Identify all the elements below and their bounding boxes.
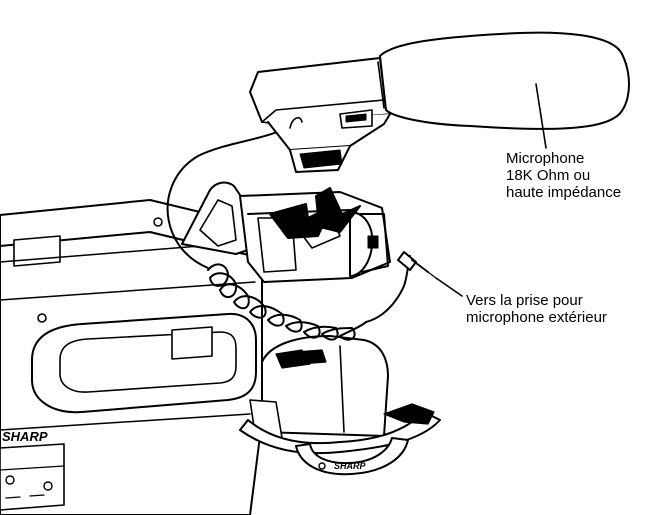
jack-label-line-2: microphone extérieur bbox=[466, 309, 607, 326]
microphone-label-line-2: 18K Ohm ou bbox=[506, 167, 591, 184]
microphone-label-line-1: Microphone bbox=[506, 150, 585, 167]
shotgun-microphone bbox=[249, 31, 630, 173]
microphone-label-line-3: haute impédance bbox=[506, 184, 622, 201]
jack-label-line-1: Vers la prise pour bbox=[466, 292, 583, 309]
jack-label: Vers la prise pour microphone extérieur bbox=[466, 292, 607, 326]
strap-brand-logo: SHARP bbox=[334, 461, 367, 471]
jack-leader-line bbox=[435, 277, 463, 297]
insertion-arrow bbox=[269, 187, 361, 239]
microphone-leader-line bbox=[535, 83, 547, 149]
leader-lines bbox=[435, 83, 547, 297]
mic-plug bbox=[397, 251, 437, 279]
camera-brand-logo: SHARP bbox=[2, 429, 48, 444]
microphone-label: Microphone 18K Ohm ou haute impédance bbox=[506, 150, 621, 201]
camcorder-body bbox=[0, 199, 263, 515]
carrying-handle bbox=[239, 335, 441, 476]
